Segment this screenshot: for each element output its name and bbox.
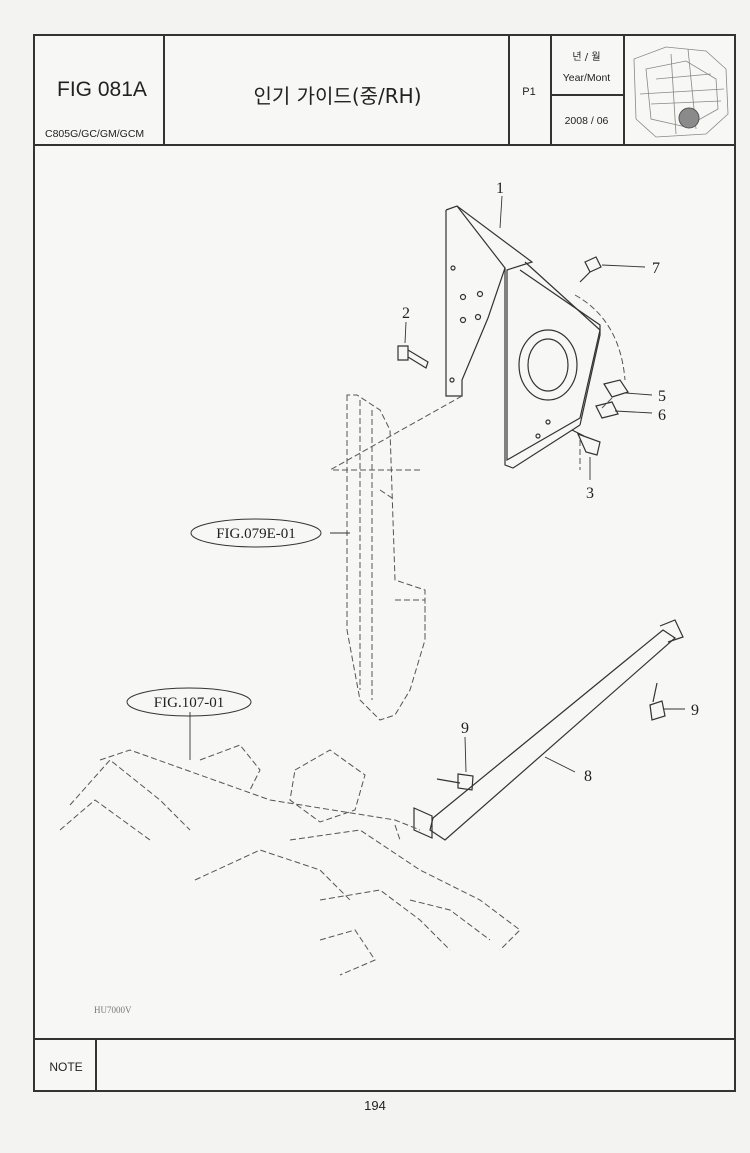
header-divider [163, 36, 165, 144]
callout-5: 5 [658, 388, 666, 405]
callout-1: 1 [496, 180, 504, 197]
note-label: NOTE [49, 1060, 83, 1074]
fig-ref-107: FIG.107-01 [154, 695, 224, 711]
page-title: 인기 가이드(중/RH) [253, 84, 422, 108]
machine-thumbnail [633, 46, 729, 138]
callout-6: 6 [658, 407, 666, 424]
callout-2: 2 [402, 305, 410, 322]
header-bottom-rule [35, 144, 734, 146]
header-divider [508, 36, 510, 144]
revision-date: 2008 / 06 [564, 115, 609, 127]
page-code: P1 [522, 86, 536, 98]
year-month-label-kr: 년 / 월 [572, 52, 601, 63]
year-month-label-en: Year/Mont [562, 72, 611, 84]
drawing-code: HU7000V [94, 1005, 132, 1015]
header-divider [623, 36, 625, 144]
callout-9: 9 [461, 720, 469, 737]
header-divider [550, 36, 552, 144]
fig-ref-079e: FIG.079E-01 [216, 526, 296, 542]
parts-sheet: FIG 081A C805G/GC/GM/GCM 인기 가이드(중/RH) P1… [33, 34, 736, 1092]
callout-3: 3 [586, 485, 594, 502]
note-divider [95, 1038, 97, 1090]
date-divider [550, 94, 623, 96]
callout-9: 9 [691, 702, 699, 719]
model-codes: C805G/GC/GM/GCM [45, 128, 145, 140]
callout-8: 8 [584, 768, 592, 785]
callout-7: 7 [652, 260, 660, 277]
figure-number: FIG 081A [57, 78, 147, 101]
note-top-rule [35, 1038, 734, 1040]
page-number: 194 [364, 1098, 386, 1113]
